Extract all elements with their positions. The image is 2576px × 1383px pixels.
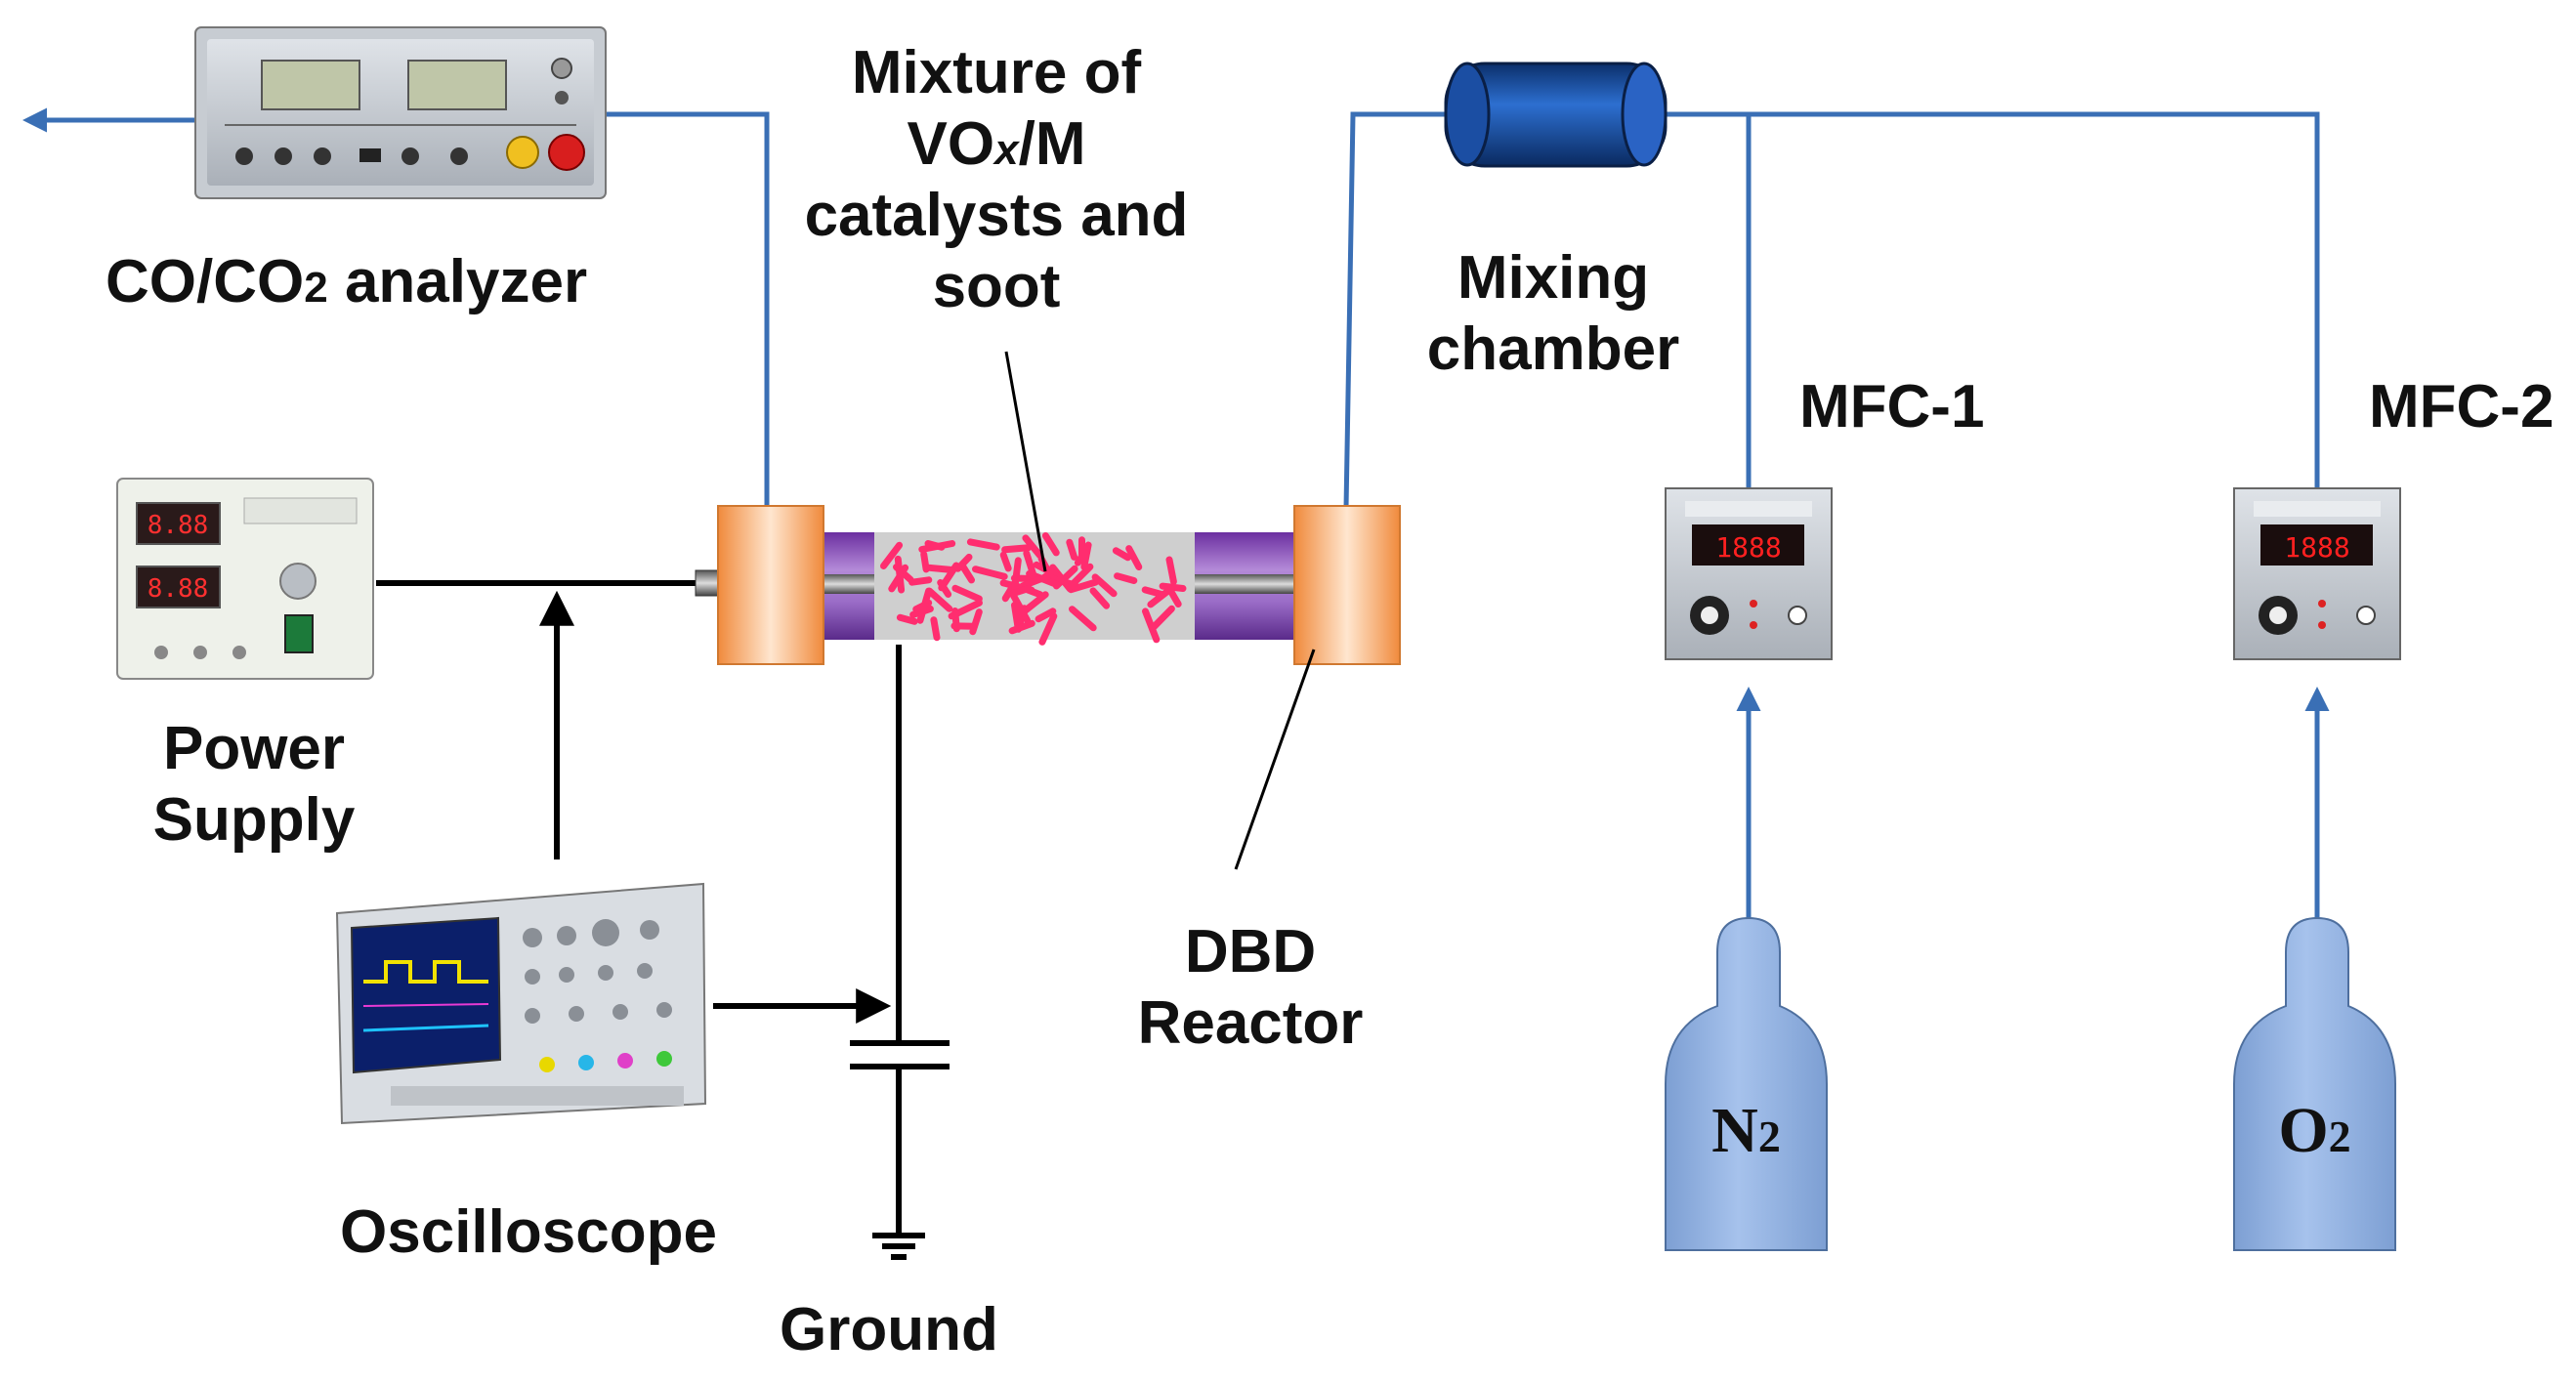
svg-text:1888: 1888	[1715, 531, 1781, 564]
n2-cylinder	[1666, 918, 1827, 1250]
dbd-reactor-label: DBD Reactor	[1114, 916, 1387, 1059]
power-supply-line2: Supply	[117, 784, 391, 856]
analyzer-device	[195, 27, 606, 198]
dbd-reactor-line2: Reactor	[1114, 987, 1387, 1059]
svg-text:8.88: 8.88	[148, 511, 209, 540]
power-supply-device: 8.88 8.88	[117, 479, 373, 679]
ground-label: Ground	[780, 1294, 998, 1365]
svg-text:1888: 1888	[2284, 531, 2349, 564]
o2-label-subscript: 2	[2329, 1111, 2351, 1161]
mixture-line4: soot	[772, 251, 1221, 322]
catalyst-needle	[1014, 588, 1029, 593]
mixing-chamber-line1: Mixing	[1407, 242, 1700, 314]
catalyst-needle	[912, 580, 929, 582]
catalyst-needle	[1005, 548, 1029, 550]
right-flange	[1294, 506, 1400, 664]
mixing-chamber-line2: chamber	[1407, 314, 1700, 385]
analyzer-label-subscript: 2	[304, 264, 327, 312]
mixture-vo: VO	[908, 110, 995, 178]
catalyst-needle	[900, 617, 914, 621]
n2-label: N2	[1666, 1094, 1827, 1168]
catalyst-needle	[1003, 555, 1008, 568]
catalyst-needle	[934, 620, 937, 638]
n2-label-main: N	[1711, 1095, 1758, 1166]
oscilloscope-device	[337, 884, 705, 1123]
catalyst-needle	[1169, 560, 1173, 582]
chamber-to-mfc2-line	[1666, 114, 2317, 488]
mixing-chamber-device	[1446, 63, 1666, 166]
oscilloscope-label: Oscilloscope	[340, 1196, 717, 1268]
o2-label: O2	[2234, 1094, 2395, 1168]
mfc1-label: MFC-1	[1799, 371, 1984, 442]
dbd-reactor-line1: DBD	[1114, 916, 1387, 987]
mixing-chamber-label: Mixing chamber	[1407, 242, 1700, 385]
dbd-leader-line	[1236, 650, 1314, 869]
o2-cylinder	[2234, 918, 2395, 1250]
analyzer-label-main: CO/CO	[106, 248, 304, 315]
n2-label-subscript: 2	[1758, 1111, 1781, 1161]
mfc2-label: MFC-2	[2369, 371, 2554, 442]
catalyst-needle	[1015, 561, 1019, 590]
power-supply-label: Power Supply	[117, 713, 391, 856]
mixture-m: /M	[1019, 110, 1086, 178]
svg-text:8.88: 8.88	[148, 574, 209, 604]
mixture-line3: catalysts and	[772, 180, 1221, 251]
mixture-line1: Mixture of	[772, 37, 1221, 108]
analyzer-label-tail: analyzer	[328, 248, 587, 315]
catalyst-needle	[1070, 542, 1075, 557]
mfc2-device: 1888	[2234, 488, 2400, 659]
dbd-reactor	[696, 352, 1400, 869]
left-flange	[718, 506, 823, 664]
catalyst-needle	[1118, 576, 1134, 581]
catalyst-needle	[1145, 590, 1161, 595]
analyzer-label: CO/CO2 analyzer	[106, 246, 587, 317]
catalyst-needle	[928, 567, 952, 569]
catalyst-needle	[898, 559, 901, 590]
mfc1-device: 1888	[1666, 488, 1832, 659]
o2-label-main: O	[2278, 1095, 2328, 1166]
power-supply-line1: Power	[117, 713, 391, 784]
mixture-label: Mixture of VOx/M catalysts and soot	[772, 37, 1221, 323]
catalyst-needle	[928, 544, 942, 548]
mixture-line2: VOx/M	[772, 108, 1221, 180]
analyzer-to-reactor-line	[606, 114, 767, 508]
mixture-x-subscript: x	[994, 126, 1018, 174]
